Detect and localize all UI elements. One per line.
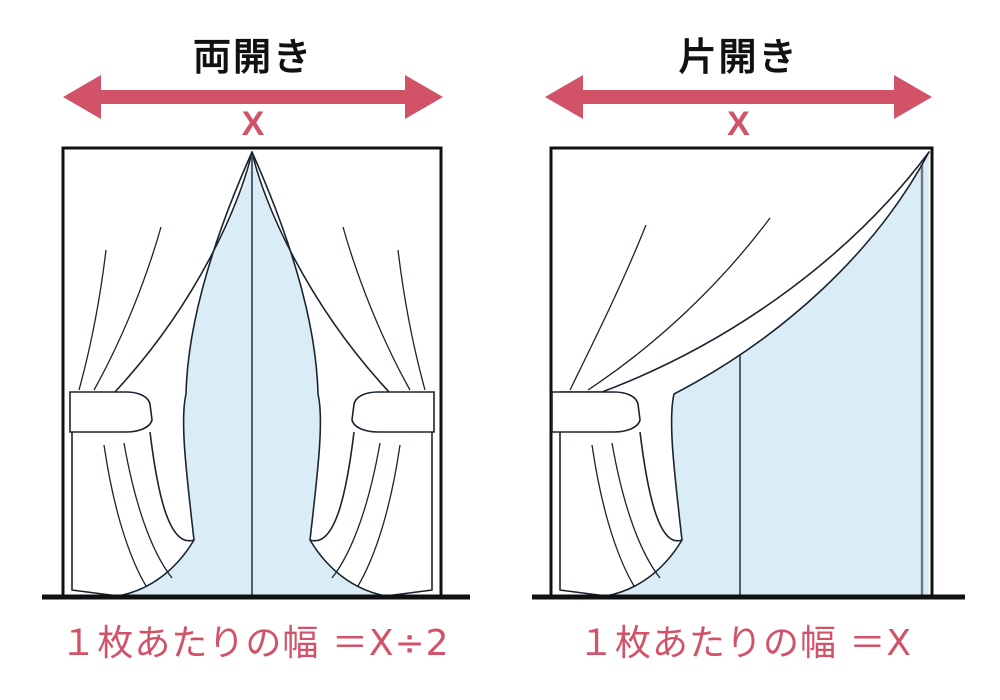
caption-single-open: １枚あたりの幅 ＝X <box>577 623 913 664</box>
measure-label-single-open: X <box>727 105 750 143</box>
panel-title-double-open: 両開き <box>192 35 313 79</box>
caption-double-open: １枚あたりの幅 ＝X÷2 <box>60 623 450 664</box>
measure-label-double-open: X <box>241 105 265 143</box>
double-width-arrow <box>63 75 443 119</box>
panel-artwork-double-open <box>42 75 470 600</box>
single-width-arrow <box>545 75 932 119</box>
panel-artwork-single-open <box>532 75 965 600</box>
curtain-panel-left <box>69 151 253 597</box>
curtain-panel-single <box>551 151 930 597</box>
curtain-panel-right <box>251 151 435 597</box>
panel-title-single-open: 片開き <box>678 35 799 79</box>
